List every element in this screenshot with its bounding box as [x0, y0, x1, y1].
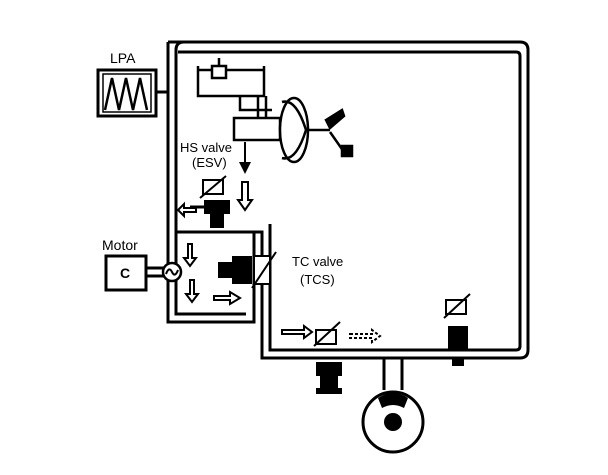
- motor-symbol: C: [120, 265, 130, 281]
- hs-flow-arrows: [176, 142, 254, 219]
- lpa-accumulator: [96, 68, 168, 118]
- wheel-brake: [361, 358, 425, 454]
- pump-flow-arrows: [182, 243, 242, 306]
- lpa-label: LPA: [110, 50, 136, 66]
- inlet-valve-right: [443, 293, 471, 366]
- brake-booster: [278, 96, 330, 164]
- tc-valve-label-line1: TC valve: [292, 254, 343, 269]
- brake-pedal: [324, 108, 354, 158]
- main-pipe-loop: [168, 40, 530, 360]
- tc-valve: [218, 251, 277, 289]
- hs-valve-label-line2: (ESV): [192, 155, 227, 170]
- reservoir: [196, 58, 272, 112]
- motor-label: Motor: [102, 237, 138, 253]
- pump: [161, 261, 183, 283]
- hs-valve-label-line1: HS valve: [180, 140, 232, 155]
- motor: C: [104, 254, 164, 292]
- bottom-flow: [281, 321, 382, 347]
- hs-valve: [190, 175, 230, 228]
- tc-valve-label-line2: (TCS): [300, 272, 335, 287]
- outlet-valve-bottom: [316, 362, 342, 394]
